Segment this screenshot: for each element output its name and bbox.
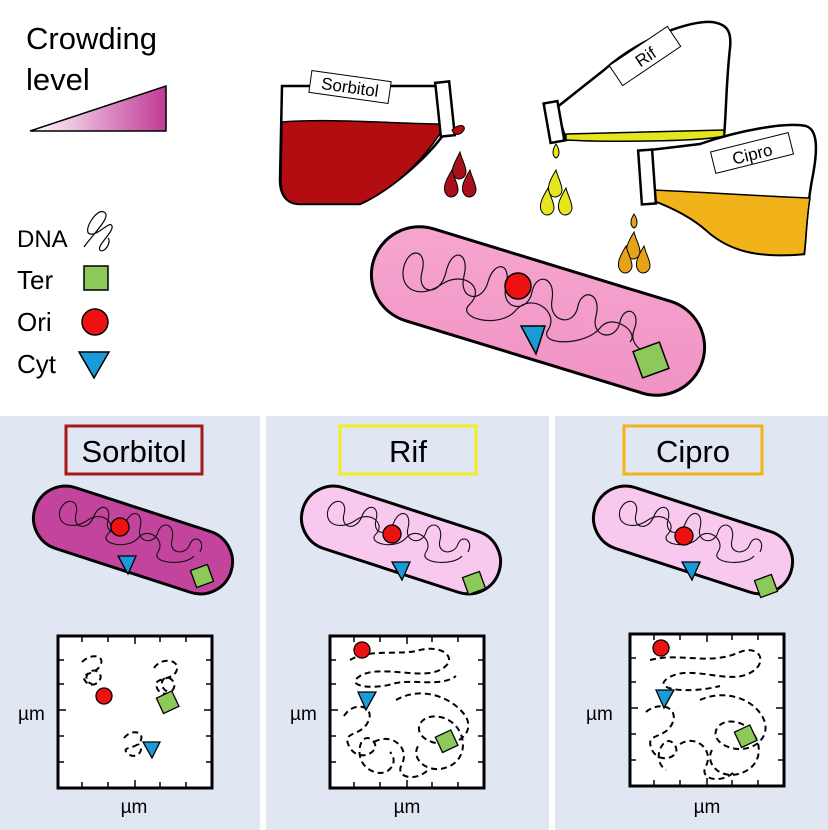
legend-cyt-label: Cyt <box>17 349 57 379</box>
legend-ter-label: Ter <box>17 265 53 295</box>
panel-rif-plot-cyt-icon <box>356 691 378 712</box>
crowding-title-line1: Crowding <box>26 21 157 56</box>
panel-sorbitol-plot-ori-icon <box>95 687 113 705</box>
cipro-droplets <box>617 213 651 274</box>
large-cell-ter-icon <box>632 341 670 379</box>
panel-cipro-plot-cyt-icon <box>654 689 676 710</box>
cipro-flask: Cipro <box>617 123 818 274</box>
panel-sorbitol-title-box <box>64 424 204 476</box>
panel-cipro-title-box <box>622 424 764 476</box>
panel-cipro-x-axis: µm <box>694 797 721 818</box>
panel-rif-plot-ori-icon <box>353 641 371 659</box>
panel-sorbitol-title: Sorbitol <box>81 434 186 469</box>
sorbitol-droplets <box>443 150 477 198</box>
red-circle-icon <box>81 308 109 336</box>
panel-sorbitol-cell <box>31 484 235 596</box>
panel-cipro-cell <box>591 484 795 596</box>
rif-flask: Rif <box>539 20 732 216</box>
element-legend: DNA Ter Ori Cyt <box>17 211 113 380</box>
panel-cipro: Cipro µm µm <box>586 424 795 818</box>
panel-rif-cell <box>299 484 503 596</box>
panel-rif-title-box <box>338 424 478 476</box>
panel-cipro-ter-icon <box>753 573 779 599</box>
panel-rif-ori-icon <box>382 524 402 544</box>
crowding-legend: Crowding level <box>26 21 167 132</box>
panel-rif-cyt-icon <box>390 561 412 582</box>
panel-cipro-y-axis: µm <box>586 704 613 725</box>
panel-sorbitol-plot-ter-icon <box>155 690 180 715</box>
crowding-gradient-wedge <box>29 84 167 132</box>
large-bacterial-cell <box>369 225 707 397</box>
sorbitol-flask: Sorbitol <box>278 69 477 206</box>
panel-sorbitol-trajectories <box>81 655 179 757</box>
panel-sorbitol-ter-icon <box>189 563 215 589</box>
blue-triangle-icon <box>77 351 111 380</box>
panel-rif-plot-ter-icon <box>434 729 459 754</box>
panel-cipro-trajectories <box>645 649 767 781</box>
crowding-title-line2: level <box>26 62 90 97</box>
panel-sorbitol-x-axis: µm <box>121 797 148 818</box>
panel-sorbitol-plot-frame <box>56 634 214 790</box>
panel-rif-plot-frame <box>328 634 486 790</box>
green-square-icon <box>83 265 109 291</box>
panel-sorbitol-ori-icon <box>110 517 130 537</box>
rif-droplets <box>539 143 573 216</box>
panel-rif-title: Rif <box>389 434 427 469</box>
panel-cipro-plot-ori-icon <box>652 639 670 657</box>
large-cell-cyt-icon <box>519 325 547 356</box>
dna-squiggle-icon <box>83 211 113 252</box>
legend-ori-label: Ori <box>17 307 52 337</box>
panel-cipro-ori-icon <box>674 526 694 546</box>
legend-dna-label: DNA <box>17 226 68 253</box>
panel-rif: Rif µm µm <box>290 424 503 818</box>
panel-rif-trajectories <box>343 647 470 779</box>
panel-sorbitol-y-axis: µm <box>18 704 45 725</box>
panel-sorbitol-plot-cyt-icon <box>141 741 162 760</box>
panel-sorbitol-cyt-icon <box>116 555 138 576</box>
large-cell-ori-icon <box>504 272 532 300</box>
panel-rif-y-axis: µm <box>290 704 317 725</box>
panel-sorbitol: Sorbitol µm µm <box>18 424 235 818</box>
panel-rif-x-axis: µm <box>394 797 421 818</box>
panel-cipro-cyt-icon <box>680 561 702 582</box>
panel-rif-ter-icon <box>461 570 487 596</box>
panel-cipro-plot-ter-icon <box>733 724 758 749</box>
panel-cipro-title: Cipro <box>656 434 730 469</box>
